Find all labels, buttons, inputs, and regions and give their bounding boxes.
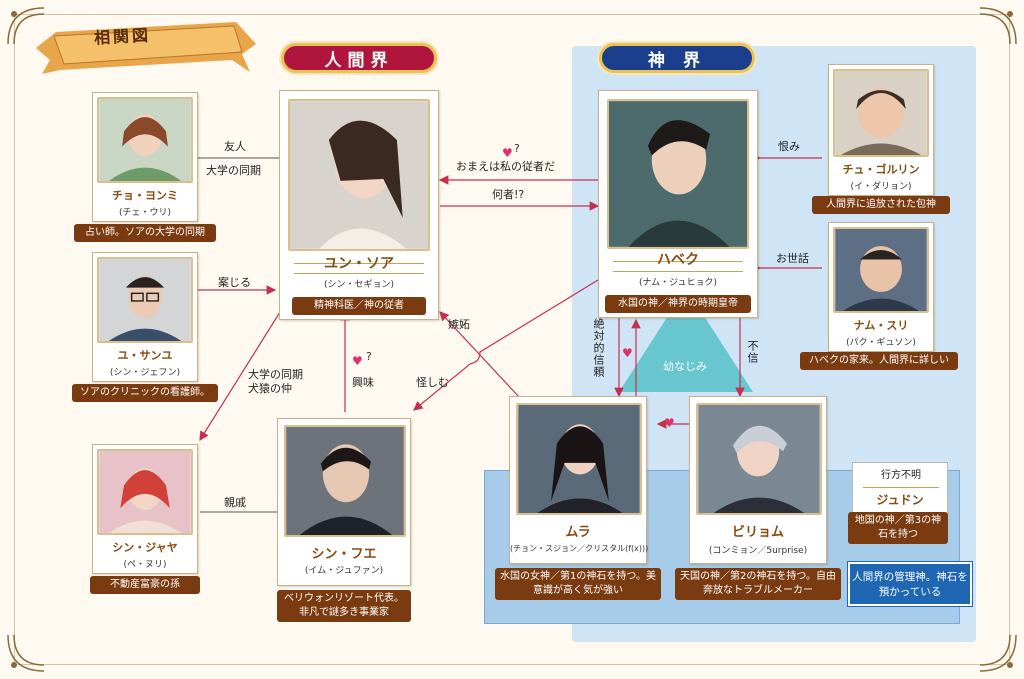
label-jealousy: 嫉妬 xyxy=(448,318,470,331)
label-caretaking: お世話 xyxy=(776,252,809,265)
corner-ornament-icon xyxy=(979,634,1017,672)
photo-jaya xyxy=(97,449,193,535)
card-sangyu[interactable]: ユ・サンユ (シン・ジェフン) xyxy=(92,252,198,382)
actor-yoonsoa: (シン・セギョン) xyxy=(323,280,395,290)
name-goorin: チュ・ゴルリン xyxy=(842,163,920,176)
status-judon: 行方不明 xyxy=(881,470,921,481)
name-yoonsoa: ユン・ソア xyxy=(324,256,394,272)
role-yoonsoa: 精神科医／神の従者 xyxy=(292,297,426,315)
label-uni-classmate: 大学の同期 xyxy=(206,164,261,177)
name-biryom: ビリョム xyxy=(731,525,784,540)
card-namsuri[interactable]: ナム・スリ (パク・ギュソン) xyxy=(828,222,934,352)
photo-mura xyxy=(516,403,642,515)
name-habek: ハベク xyxy=(657,252,699,268)
panel-cutout xyxy=(470,46,572,350)
name-hoo: シン・フエ xyxy=(311,547,377,562)
name-namsuri: ナム・スリ xyxy=(853,319,909,332)
heart-biryom-icon: ♥ xyxy=(664,416,675,430)
name-yonmi: チョ・ヨンミ xyxy=(112,189,178,202)
card-jaya[interactable]: シン・ジャヤ (ペ・ヌリ) xyxy=(92,444,198,574)
question-servant: ? xyxy=(514,142,520,155)
card-yoonsoa[interactable]: ユン・ソア (シン・セギョン) 精神科医／神の従者 xyxy=(279,90,439,320)
label-relative: 親戚 xyxy=(224,496,246,509)
actor-habek: (ナム・ジュヒョク) xyxy=(638,278,718,288)
actor-yonmi: (チェ・ウリ) xyxy=(118,208,172,218)
label-suspicious: 怪しむ xyxy=(416,376,449,389)
role-habek: 水国の神／神界の時期皇帝 xyxy=(605,295,751,313)
decorative-frame xyxy=(14,14,1010,665)
photo-hoo xyxy=(284,425,406,537)
card-yonmi[interactable]: チョ・ヨンミ (チェ・ウリ) xyxy=(92,92,198,222)
card-hoo[interactable]: シン・フエ (イム・ジュファン) xyxy=(277,418,411,586)
label-who-are-you: 何者!? xyxy=(492,188,525,201)
name-jaya: シン・ジャヤ xyxy=(112,541,178,554)
label-interest: 興味 xyxy=(352,376,374,389)
childhood-friends-triangle xyxy=(619,288,753,392)
label-you-are-my-servant: おまえは私の従者だ xyxy=(456,160,555,173)
card-judon[interactable]: 行方不明 ジュドン xyxy=(852,462,948,516)
photo-goorin xyxy=(833,69,929,157)
admin-note: 人間界の管理神。神石を預かっている xyxy=(848,562,972,606)
label-grudge: 恨み xyxy=(778,140,800,153)
childhood-friends-label: 幼なじみ xyxy=(663,360,707,373)
arrow-suspicious xyxy=(413,279,599,411)
card-goorin[interactable]: チュ・ゴルリン (イ・ダリョン) xyxy=(828,64,934,196)
actor-jaya: (ペ・ヌリ) xyxy=(123,560,167,570)
role-jaya: 不動産富豪の孫 xyxy=(90,576,200,594)
card-mura[interactable]: ムラ (チョン・スジョン／クリスタル(f(x))) xyxy=(509,396,649,564)
label-absolute-trust: 絶対的信頼 xyxy=(592,318,605,378)
arrow-jealousy xyxy=(439,311,521,399)
photo-yonmi xyxy=(97,97,193,183)
heart-servant-icon: ♥ xyxy=(502,146,513,160)
corner-ornament-icon xyxy=(7,634,45,672)
role-sangyu: ソアのクリニックの看護師。 xyxy=(72,384,218,402)
label-friend: 友人 xyxy=(224,140,246,153)
card-biryom[interactable]: ビリョム (コンミョン／5urprise) xyxy=(689,396,827,564)
role-mura: 水国の女神／第1の神石を持つ。美意識が高く気が強い xyxy=(495,568,661,600)
role-biryom: 天国の神／第2の神石を持つ。自由奔放なトラブルメーカー xyxy=(675,568,841,600)
god-realm-banner: 神 界 xyxy=(599,43,755,73)
label-worry: 案じる xyxy=(218,276,251,289)
actor-namsuri: (パク・ギュソン) xyxy=(846,338,916,348)
name-judon: ジュドン xyxy=(876,493,924,507)
photo-namsuri xyxy=(833,227,929,313)
corner-ornament-icon xyxy=(7,7,45,45)
actor-goorin: (イ・ダリョン) xyxy=(850,182,912,192)
photo-biryom xyxy=(696,403,822,515)
photo-habek xyxy=(607,99,749,249)
actor-hoo: (イム・ジュファン) xyxy=(304,566,384,576)
role-hoo: ベリウォンリゾート代表。非凡で謎多き事業家 xyxy=(277,590,411,622)
actor-biryom: (コンミョン／5urprise) xyxy=(708,546,808,556)
heart-interest-icon: ♥ xyxy=(352,354,363,368)
human-realm-banner: 人間界 xyxy=(281,43,437,73)
label-uni-classmate-2: 大学の同期 xyxy=(248,368,303,381)
role-yonmi: 占い師。ソアの大学の同期 xyxy=(74,224,216,242)
label-bad-terms: 犬猿の仲 xyxy=(248,382,292,395)
actor-mura: (チョン・スジョン／クリスタル(f(x))) xyxy=(510,544,649,553)
role-namsuri: ハベクの家来。人間界に詳しい xyxy=(800,352,958,370)
photo-sangyu xyxy=(97,257,193,343)
question-interest: ? xyxy=(366,350,372,363)
arrow-uni-classmate xyxy=(199,302,289,442)
actor-sangyu: (シン・ジェフン) xyxy=(109,368,181,378)
title-ribbon xyxy=(36,22,256,74)
corner-ornament-icon xyxy=(979,7,1017,45)
heart-mura-icon: ♥ xyxy=(622,346,633,360)
name-mura: ムラ xyxy=(565,525,591,540)
label-distrust: 不信 xyxy=(746,340,759,364)
photo-yoonsoa xyxy=(288,99,430,251)
role-judon: 地国の神／第3の神石を持つ xyxy=(848,512,948,544)
card-habek[interactable]: ハベク (ナム・ジュヒョク) 水国の神／神界の時期皇帝 xyxy=(598,90,758,318)
role-goorin: 人間界に追放された包神 xyxy=(812,196,950,214)
name-sangyu: ユ・サンユ xyxy=(117,349,173,362)
